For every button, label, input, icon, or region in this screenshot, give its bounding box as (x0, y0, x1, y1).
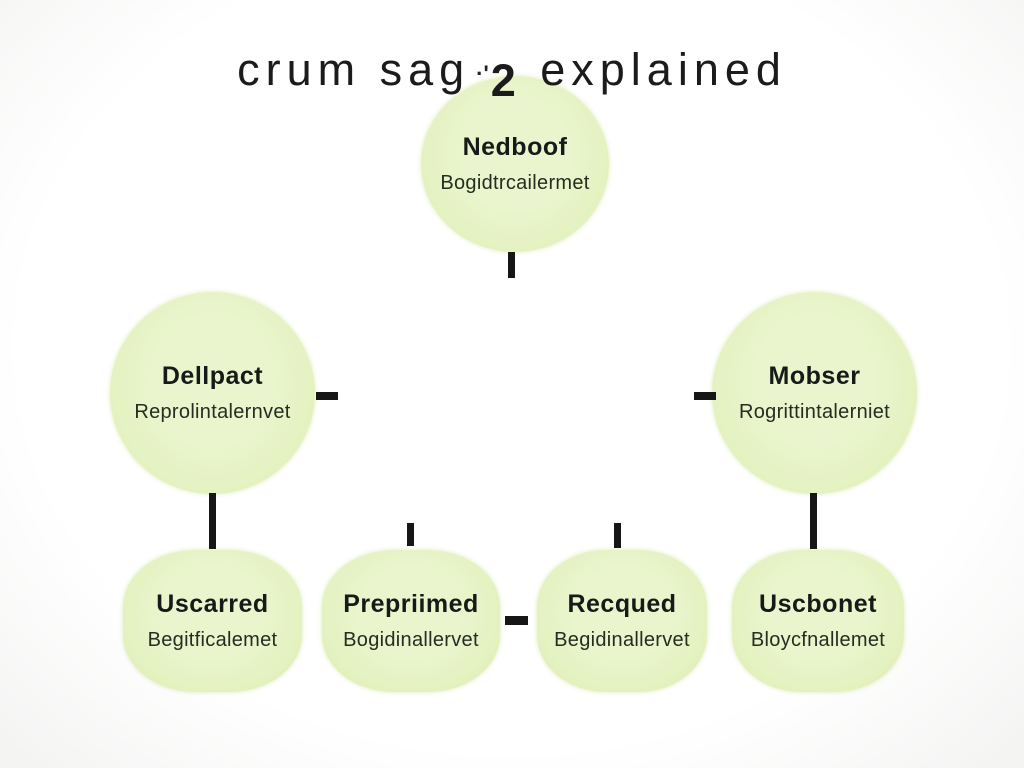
node-dellpact-subtitle: Reprolintalernvet (134, 401, 291, 423)
node-mobser-heading: Mobser (768, 362, 861, 390)
node-uscbonet-subtitle: Bloycfnallemet (750, 629, 886, 651)
node-uscarred: Uscarred Begitficalemet (123, 550, 302, 692)
node-nedboof-subtitle: Bogidtrcailermet (440, 172, 590, 194)
node-nedboof: Nedboof Bogidtrcailermet (421, 76, 609, 252)
node-uscbonet-heading: Uscbonet (759, 590, 877, 618)
connector-left-vertical (209, 493, 216, 549)
node-prepriimed-heading: Prepriimed (343, 590, 479, 618)
connector-bottom3-tick (614, 523, 621, 548)
node-prepriimed: Prepriimed Bogidinallervet (322, 550, 500, 692)
title-mark: ·' (476, 61, 489, 86)
connector-right-horizontal-dash (694, 392, 716, 400)
node-dellpact: Dellpact Reprolintalernvet (110, 292, 315, 494)
connector-middle-horizontal-dash (505, 616, 528, 625)
node-recqued: Recqued Begidinallervet (537, 550, 707, 692)
title-part1: crum sag (237, 44, 471, 95)
node-nedboof-heading: Nedboof (462, 133, 568, 161)
title-part2: 2 (490, 55, 522, 106)
connector-bottom2-tick (407, 523, 414, 546)
connector-right-vertical (810, 493, 817, 549)
node-uscbonet: Uscbonet Bloycfnallemet (732, 550, 904, 692)
node-recqued-heading: Recqued (567, 590, 677, 618)
node-dellpact-heading: Dellpact (161, 362, 264, 390)
connector-left-horizontal-dash (316, 392, 338, 400)
title-part3: explained (540, 44, 787, 95)
connector-top-vertical (508, 252, 515, 278)
node-mobser: Mobser Rogrittintalerniet (712, 292, 917, 494)
node-uscarred-subtitle: Begitficalemet (147, 629, 278, 651)
node-prepriimed-subtitle: Bogidinallervet (343, 629, 479, 651)
page-title: crum sag·'2 explained (0, 44, 1024, 106)
node-uscarred-heading: Uscarred (156, 590, 269, 618)
node-mobser-subtitle: Rogrittintalerniet (738, 401, 891, 423)
node-recqued-subtitle: Begidinallervet (554, 629, 690, 651)
